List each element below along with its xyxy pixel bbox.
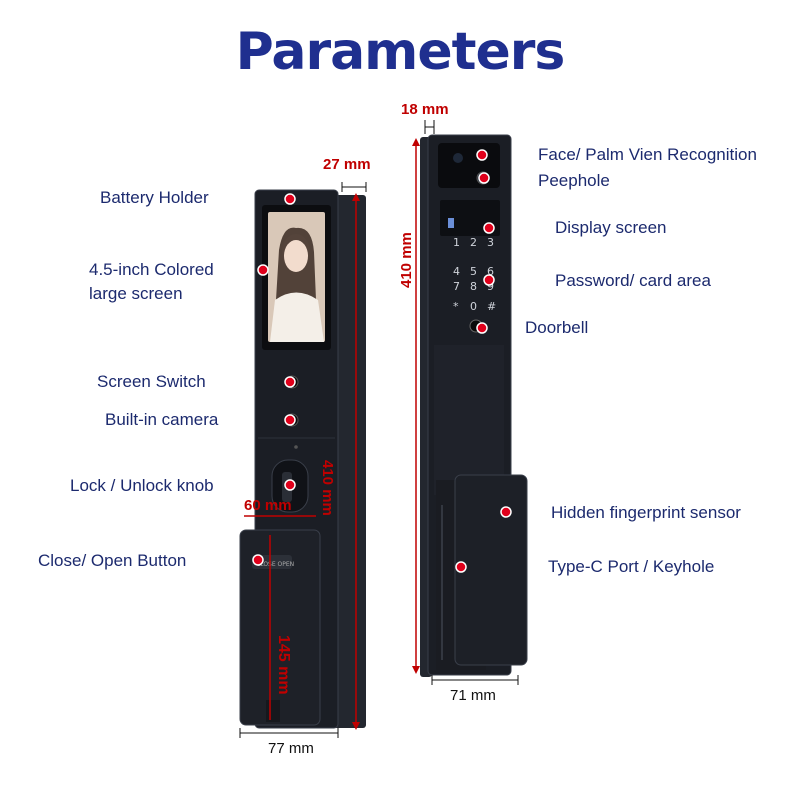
left-lock-handle [239,529,321,726]
face-camera-module [438,143,500,188]
marker-screen [257,264,269,276]
dim-handle-width: 60 mm [244,497,292,514]
dim-left-height: 410 mm [319,460,336,516]
left-dimension-lines [239,182,367,738]
marker-knob [284,479,296,491]
label-display-screen: Display screen [555,218,667,237]
label-fingerprint: Hidden fingerprint sensor [551,503,741,522]
marker-camera [284,414,296,426]
key-hash: # [487,300,496,313]
key-8: 8 [470,280,477,293]
marker-typec [455,561,467,573]
handle-keyhole [266,700,280,722]
label-screen-switch: Screen Switch [97,372,206,391]
key-6: 6 [487,265,494,278]
label-doorbell: Doorbell [525,318,589,337]
right-markers [455,149,512,573]
key-3: 3 [487,236,494,249]
dim-thickness: 27 mm [323,156,371,173]
marker-switch [284,376,296,388]
label-lock-knob: Lock / Unlock knob [70,476,214,495]
right-height-arrow-bottom [412,666,420,674]
key-star: * [453,300,459,313]
dim-left-base: 77 mm [268,740,314,757]
left-markers [252,193,296,566]
marker-peephole [478,172,490,184]
label-password-card: Password/ card area [555,271,711,290]
face-camera-lens [453,153,463,163]
right-lock-handle [454,474,528,666]
label-screen-line1: 4.5-inch Colored [89,260,214,279]
key-1: 1 [453,236,460,249]
handle-text: CLOSE OPEN [256,561,294,568]
marker-display [483,222,495,234]
key-4: 4 [453,265,460,278]
label-peephole: Peephole [538,171,610,190]
marker-face [476,149,488,161]
key-2: 2 [470,236,477,249]
marker-fingerprint [500,506,512,518]
label-screen-line2: large screen [89,284,183,303]
right-lock: 1 2 3 4 5 6 7 8 9 * 0 # [420,134,528,677]
height-arrow-bottom [352,722,360,730]
marker-doorbell [476,322,488,334]
keypad: 1 2 3 4 5 6 7 8 9 * 0 # [453,236,496,313]
display-indicator [448,218,454,228]
mic-hole [294,445,298,449]
dim-right-base: 71 mm [450,687,496,704]
label-face-palm: Face/ Palm Vien Recognition [538,145,757,164]
right-dimension-lines [412,120,519,685]
right-height-arrow-top [412,138,420,146]
marker-close-open [252,554,264,566]
key-9: 9 [487,280,494,293]
dim-right-height: 410 mm [398,232,415,288]
marker-battery [284,193,296,205]
dim-handle-height: 145 mm [275,635,292,695]
label-battery-holder: Battery Holder [100,188,209,207]
right-lower-panel [434,345,504,495]
label-builtin-camera: Built-in camera [105,410,219,429]
left-lock: CLOSE OPEN [239,189,366,729]
key-0: 0 [470,300,477,313]
key-5: 5 [470,265,477,278]
dim-top-thickness: 18 mm [401,101,449,118]
height-arrow-top [352,193,360,201]
portrait-dress [270,292,324,342]
label-typec: Type-C Port / Keyhole [548,557,715,576]
marker-password [483,274,495,286]
page-title: Parameters [235,22,566,82]
label-close-open: Close/ Open Button [38,551,187,570]
key-7: 7 [453,280,460,293]
portrait-skin [284,240,308,272]
